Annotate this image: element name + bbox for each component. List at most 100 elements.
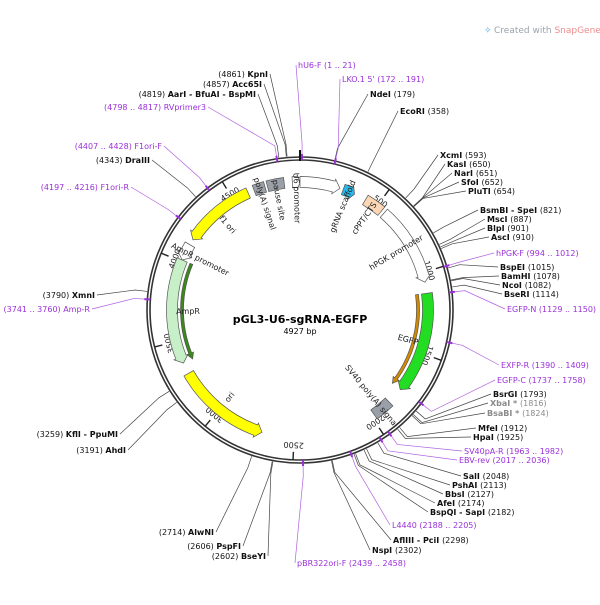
enzyme-leader [120,391,169,434]
enzyme-name: NcoI [502,281,525,290]
enzyme-label: (2602) BseYI [212,552,266,561]
primer-leader [450,343,499,365]
primer-leader [296,65,302,156]
enzyme-label: (4857) Acc65I [203,80,262,89]
watermark-prefix: Created with [494,26,554,36]
primer-label: EGFP-N (1129 .. 1150) [507,305,596,314]
enzyme-leader [335,94,368,160]
tick-mark [385,189,390,195]
enzyme-leader [216,456,252,532]
enzyme-label: BsmBI - SpeI (821) [480,206,561,215]
primer-range: (1 .. 21) [324,61,356,70]
enzyme-leader [441,228,485,247]
enzyme-leader [152,160,196,197]
primer-name: EGFP-C [497,376,529,385]
enzyme-position: (4861) [218,70,247,79]
primer-label: EGFP-C (1737 .. 1758) [497,376,586,385]
enzyme-leader [97,290,147,295]
enzyme-label: MscI (887) [487,215,532,224]
enzyme-name: MscI [487,215,510,224]
enzyme-label: (4819) AarI - BfuAI - BspMI [139,90,256,99]
primer-label: L4440 (2188 .. 2205) [392,521,477,530]
enzyme-label: BamHI (1078) [501,272,560,281]
tick-mark [205,420,210,426]
enzyme-position: (651) [476,169,498,178]
enzyme-position: (910) [512,233,534,242]
primer-label: (4798 .. 4817) RVprimer3 [104,103,206,112]
enzyme-name: NspI [372,546,395,555]
enzyme-position: (358) [428,107,450,116]
enzyme-position: (4857) [203,80,232,89]
enzyme-name: AlwNI [188,528,214,537]
feature-label-u6-promoter: U6 promoter [291,173,302,225]
tick-mark [434,358,442,361]
enzyme-name: BbsI [445,490,467,499]
enzyme-position: (2182) [488,508,515,517]
enzyme-leader [448,265,498,268]
enzyme-name: KpnI [247,70,268,79]
enzyme-leader [258,94,279,157]
enzyme-label: SalI (2048) [463,472,509,481]
primer-leader [295,464,303,563]
primer-leader [131,187,178,217]
primer-range: (994 .. 1012) [527,249,579,258]
enzyme-leader [356,454,435,503]
feature-label-ampr: AmpR [176,307,200,316]
enzyme-leader [452,285,502,294]
enzyme-leader [439,219,485,244]
tick-label: 2500 [283,440,304,450]
enzyme-label: NspI (2302) [372,546,422,555]
enzyme-leader [416,394,491,419]
primer-label: EXFP-R (1390 .. 1409) [501,361,589,370]
enzyme-name: Acc65I [232,80,262,89]
enzyme-label: NcoI (1082) [502,281,551,290]
enzyme-name: DraIII [125,156,150,165]
primer-site-mark [335,158,336,164]
primer-label: hU6-F (1 .. 21) [298,61,356,70]
enzyme-name: BsrGI [493,390,520,399]
primer-site-mark [444,265,450,267]
primer-leader [92,298,146,309]
enzyme-label: BspQI - SapI (2182) [430,508,515,517]
enzyme-name: MfeI [478,424,501,433]
enzyme-position: (2602) [212,552,241,561]
feature-ori [184,371,262,438]
enzyme-name: SalI [463,472,483,481]
enzyme-name: BspQI - SapI [430,508,488,517]
primer-leader [447,253,494,266]
enzyme-leader [398,429,471,438]
primer-name: Amp-R [63,305,90,314]
tick-mark [155,345,163,347]
enzyme-position: (2298) [442,536,469,545]
primer-range: (2017 .. 2036) [493,456,550,465]
tick-mark [436,266,444,268]
enzyme-leader [332,461,391,540]
primer-site-mark [449,292,455,293]
enzyme-position: (593) [465,151,487,160]
enzyme-name: PluTI [468,187,494,196]
enzyme-position: (1082) [525,281,552,290]
primer-range: (1390 .. 1409) [532,361,589,370]
enzyme-name: AarI - BfuAI - BspMI [168,90,256,99]
enzyme-label: BseRI (1114) [504,290,559,299]
primer-label: hPGK-F (994 .. 1012) [496,249,579,258]
enzyme-leader [414,164,445,206]
primer-name: hPGK-F [496,249,527,258]
plasmid-length: 4927 bp [283,327,316,336]
enzyme-name: PspFI [216,542,241,551]
primer-leader [453,291,505,309]
enzyme-position: (821) [540,206,562,215]
primer-name: EXFP-R [501,361,532,370]
primer-site-mark [276,156,277,162]
enzyme-label: XbaI * (1816) [490,399,547,408]
enzyme-position: (1912) [501,424,528,433]
enzyme-position: (1793) [520,390,547,399]
enzyme-position: (2113) [480,481,507,490]
primer-range: (4407 .. 4428) [75,142,135,151]
enzyme-label: PluTI (654) [468,187,515,196]
enzyme-position: (1925) [497,433,524,442]
enzyme-label: MfeI (1912) [478,424,527,433]
enzyme-name: XcmI [440,151,465,160]
primer-label: (4197 .. 4216) F1ori-R [41,183,130,192]
